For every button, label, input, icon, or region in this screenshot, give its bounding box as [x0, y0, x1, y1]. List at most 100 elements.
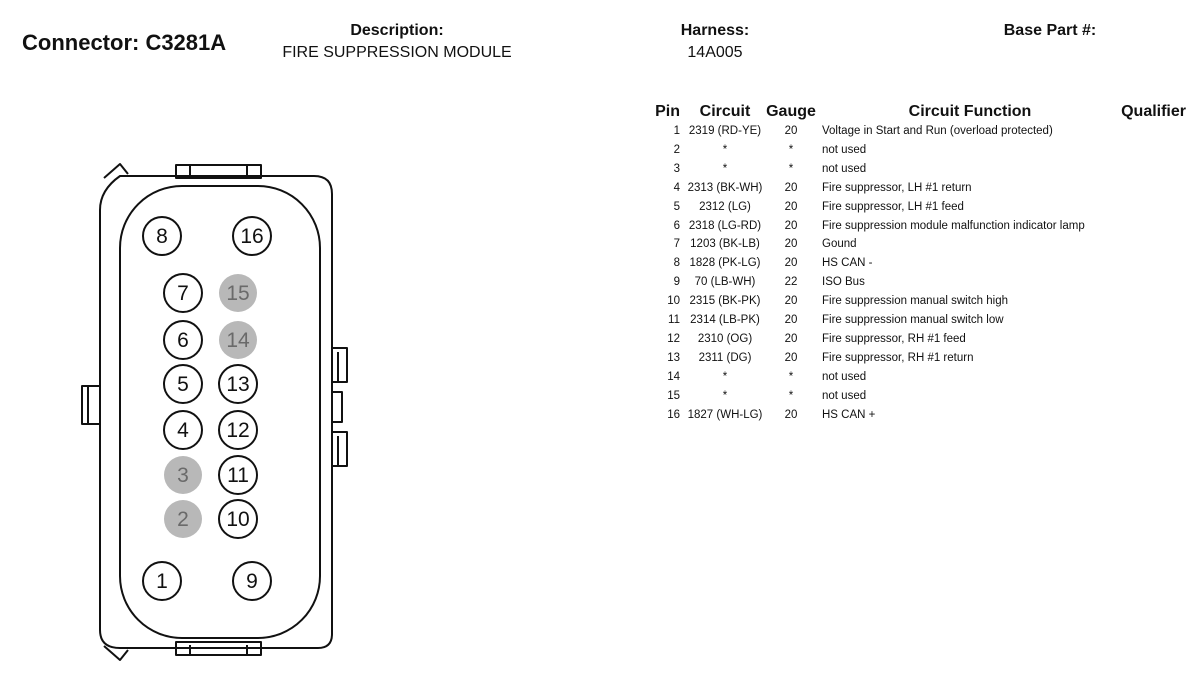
- row-circuit: *: [722, 389, 728, 402]
- pin-circle: [164, 456, 202, 494]
- table-row: 14**not used: [640, 368, 1186, 387]
- top-left-rib: [103, 163, 129, 179]
- row-qualifier: [1118, 160, 1186, 179]
- row-gauge: 20: [784, 125, 798, 137]
- row-pin: 14: [667, 370, 680, 383]
- right-tab-upper: [331, 347, 348, 383]
- row-pin: 3: [673, 162, 680, 175]
- pin-cavity-4: 4: [163, 410, 203, 450]
- pin-cavity-14: 14: [219, 321, 257, 359]
- row-pin: 8: [673, 257, 680, 270]
- pin-cavity-16: 16: [232, 216, 272, 256]
- pin-cavity-6: 6: [163, 320, 203, 360]
- description-label: Description:: [350, 22, 444, 39]
- left-tab: [81, 385, 101, 425]
- description-value: FIRE SUPPRESSION MODULE: [282, 44, 512, 61]
- pin-number: 7: [177, 282, 189, 305]
- row-qualifier: [1118, 368, 1186, 387]
- bottom-latch: [175, 641, 262, 656]
- row-circuit-function: Fire suppressor, RH #1 return: [822, 351, 974, 364]
- row-gauge: 20: [784, 238, 798, 251]
- pin-number: 2: [177, 508, 189, 531]
- row-gauge: 20: [784, 351, 798, 364]
- row-circuit: 1203 (BK-LB): [690, 238, 760, 251]
- table-row: 2**not used: [640, 141, 1186, 160]
- pin-number: 14: [226, 329, 250, 352]
- pin-cavity-13: 13: [218, 364, 258, 404]
- row-qualifier: [1118, 198, 1186, 217]
- row-circuit-function: Gound: [822, 238, 857, 251]
- row-qualifier: [1118, 330, 1186, 349]
- pin-circle: [142, 561, 182, 601]
- row-circuit: 1828 (PK-LG): [689, 257, 761, 270]
- row-qualifier: [1118, 122, 1186, 141]
- row-circuit: 2313 (BK-WH): [687, 181, 763, 194]
- harness-label: Harness:: [680, 22, 750, 39]
- housing-outline: [99, 175, 333, 649]
- pin-circle: [164, 500, 202, 538]
- row-circuit-function: not used: [822, 389, 867, 402]
- table-row: 15**not used: [640, 387, 1186, 406]
- pin-cavity-7: 7: [163, 273, 203, 313]
- pin-cavity-11: 11: [218, 455, 258, 495]
- pin-circle: [142, 216, 182, 256]
- table-header-row: Pin Circuit Gauge Circuit Function Quali…: [640, 102, 1186, 122]
- row-circuit-function: not used: [822, 143, 867, 156]
- row-gauge: 20: [784, 181, 798, 194]
- row-qualifier: [1118, 292, 1186, 311]
- pin-circle: [163, 410, 203, 450]
- row-gauge: *: [788, 162, 794, 175]
- housing-cavity: [119, 185, 321, 639]
- row-pin: 1: [673, 125, 680, 137]
- row-qualifier: [1118, 235, 1186, 254]
- row-circuit-function: Fire suppressor, LH #1 feed: [822, 200, 964, 213]
- header-gauge: Gauge: [766, 103, 816, 120]
- row-circuit: 70 (LB-WH): [694, 276, 756, 289]
- pin-circle: [219, 321, 257, 359]
- row-circuit-function: Fire suppression manual switch low: [822, 314, 1004, 327]
- pin-circle: [163, 273, 203, 313]
- row-qualifier: [1118, 387, 1186, 406]
- pin-circle: [232, 561, 272, 601]
- header-qualifier: Qualifier: [1121, 103, 1186, 120]
- row-qualifier: [1118, 179, 1186, 198]
- row-pin: 16: [667, 408, 680, 421]
- harness-value: 14A005: [687, 44, 743, 61]
- pin-cavity-1: 1: [142, 561, 182, 601]
- base-part-block: Base Part #:: [985, 22, 1115, 40]
- row-circuit-function: HS CAN -: [822, 257, 873, 270]
- row-gauge: 22: [784, 276, 798, 289]
- row-pin: 12: [667, 332, 680, 345]
- row-circuit-function: not used: [822, 162, 867, 175]
- pin-circle: [163, 364, 203, 404]
- row-pin: 4: [673, 181, 680, 194]
- row-circuit-function: Fire suppression module malfunction indi…: [822, 219, 1085, 232]
- pin-number: 5: [177, 373, 189, 396]
- description-block: Description: FIRE SUPPRESSION MODULE: [276, 22, 518, 62]
- base-part-label: Base Part #:: [1003, 22, 1097, 39]
- row-circuit-function: Fire suppressor, RH #1 feed: [822, 332, 966, 345]
- row-circuit: 2318 (LG-RD): [688, 219, 762, 232]
- pin-number: 12: [226, 419, 249, 442]
- top-latch: [175, 164, 262, 179]
- row-circuit: 2315 (BK-PK): [689, 295, 761, 308]
- row-pin: 5: [673, 200, 680, 213]
- pin-table: Pin Circuit Gauge Circuit Function Quali…: [640, 102, 1186, 425]
- pin-cavity-10: 10: [218, 499, 258, 539]
- row-circuit-function: not used: [822, 370, 867, 383]
- pin-circle: [218, 364, 258, 404]
- row-qualifier: [1118, 349, 1186, 368]
- pin-number: 15: [226, 282, 249, 305]
- row-circuit-function: Fire suppression manual switch high: [822, 295, 1009, 308]
- pin-cavity-5: 5: [163, 364, 203, 404]
- row-circuit: 1827 (WH-LG): [687, 408, 763, 421]
- pin-number: 11: [227, 464, 249, 487]
- row-circuit: 2312 (LG): [699, 200, 751, 213]
